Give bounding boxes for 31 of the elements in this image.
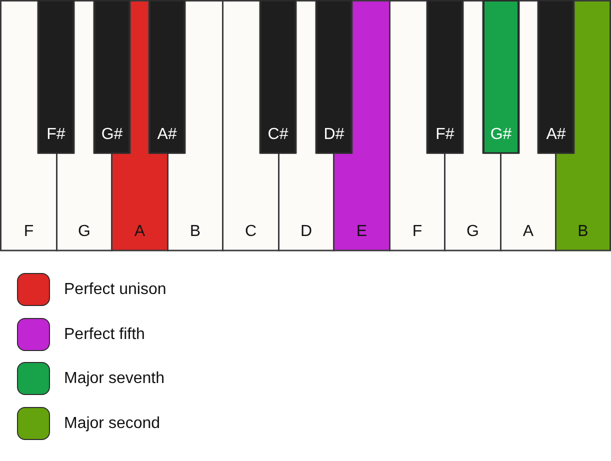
note-label: G — [466, 223, 479, 240]
sharp-key — [94, 0, 130, 154]
note-label: F# — [436, 126, 454, 143]
note-label: G# — [490, 126, 512, 143]
sharp-key — [427, 0, 463, 154]
sharp-key — [260, 0, 296, 154]
sharp-key — [538, 0, 574, 154]
note-label: A# — [546, 126, 566, 143]
legend-label: Major seventh — [64, 369, 164, 389]
note-label: D — [300, 223, 312, 240]
note-label: F — [24, 223, 34, 240]
sharp-key — [483, 0, 519, 154]
sharp-key — [316, 0, 352, 154]
note-label: C — [244, 223, 257, 240]
legend-label: Perfect fifth — [64, 324, 145, 344]
legend-label: Major second — [64, 414, 160, 434]
note-label: A# — [157, 126, 177, 143]
note-label: G# — [101, 126, 123, 143]
note-label: G — [78, 223, 90, 240]
note-label: F — [412, 223, 422, 240]
note-label: C# — [268, 126, 288, 143]
note-label: B — [578, 223, 588, 240]
note-label: F# — [46, 126, 66, 143]
note-label: A — [522, 223, 534, 240]
note-label: A — [134, 223, 146, 240]
note-label: B — [190, 223, 201, 240]
sharp-key — [38, 0, 74, 154]
legend-label: Perfect unison — [64, 280, 166, 300]
note-label: D# — [324, 126, 344, 143]
note-label: E — [356, 223, 368, 240]
sharp-key — [149, 0, 185, 154]
